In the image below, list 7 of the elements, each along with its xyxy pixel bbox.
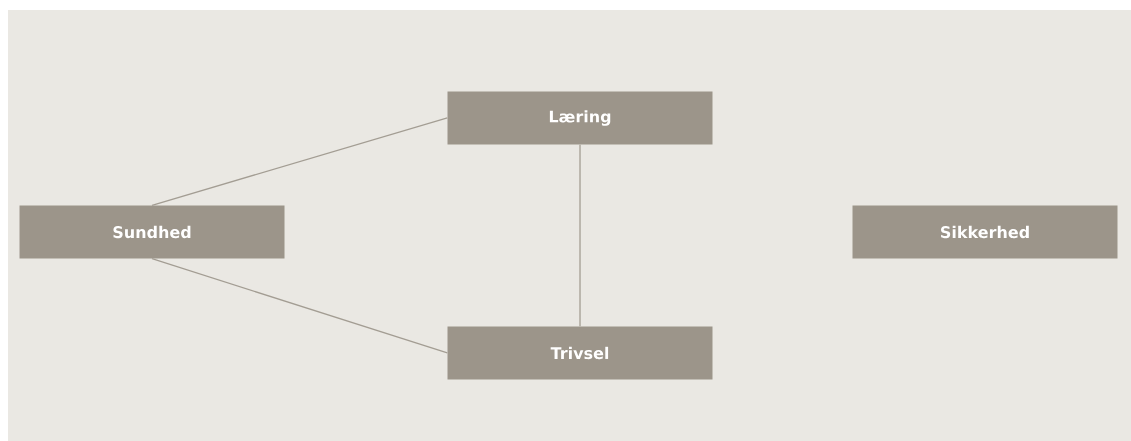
connector-line xyxy=(151,117,448,206)
label-box: Læring xyxy=(447,91,713,145)
connector-line xyxy=(579,144,581,327)
connector-line xyxy=(151,258,448,354)
label-box: Sikkerhed xyxy=(852,205,1118,259)
label-box: Sundhed xyxy=(19,205,285,259)
label-box: Trivsel xyxy=(447,326,713,380)
